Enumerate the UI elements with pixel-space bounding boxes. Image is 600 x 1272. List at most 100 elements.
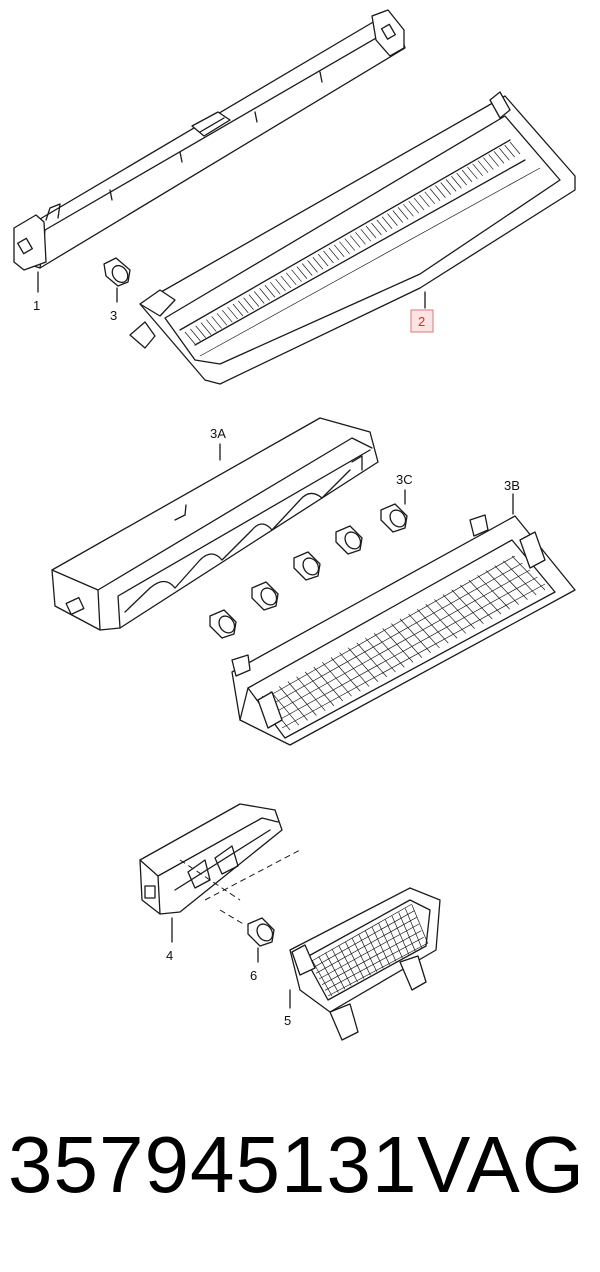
hatch-line bbox=[216, 313, 228, 326]
label-2[interactable]: 2 bbox=[418, 314, 425, 329]
hatch-line bbox=[371, 222, 382, 236]
hatch-line bbox=[281, 583, 546, 729]
hatch-line bbox=[408, 613, 440, 649]
hatch-line bbox=[387, 213, 398, 226]
label-4: 4 bbox=[166, 948, 173, 963]
hatch-line bbox=[195, 325, 206, 338]
hatch-line bbox=[324, 937, 424, 991]
hatch-line bbox=[227, 306, 238, 320]
part-3-bulb bbox=[103, 257, 131, 287]
hatch-line bbox=[190, 328, 201, 342]
hatch-line bbox=[264, 285, 276, 298]
hatch-line bbox=[416, 608, 449, 644]
hatch-line bbox=[456, 172, 467, 186]
hatch-line bbox=[467, 166, 478, 180]
hatch-line bbox=[349, 235, 361, 248]
hatch-line bbox=[485, 570, 519, 605]
hatch-line bbox=[477, 575, 511, 610]
hatch-line bbox=[360, 228, 372, 242]
hatch-line bbox=[451, 589, 484, 625]
parts-diagram: 1 3 2 3A bbox=[13, 9, 576, 1041]
hatch-line bbox=[323, 250, 334, 264]
label-3c: 3C bbox=[396, 472, 413, 487]
hatch-line bbox=[376, 219, 388, 233]
hatch-line bbox=[301, 263, 313, 276]
hatch-line bbox=[355, 232, 366, 245]
hatch-line bbox=[488, 154, 499, 167]
hatch-line bbox=[511, 555, 546, 591]
hatch-line bbox=[442, 594, 475, 629]
hatch-line bbox=[285, 272, 297, 286]
hatch-line bbox=[504, 144, 515, 158]
hatch-line bbox=[365, 637, 396, 673]
hatch-line bbox=[184, 331, 196, 345]
hatch-line bbox=[318, 923, 420, 980]
hatch-line bbox=[248, 294, 260, 307]
hatch-line bbox=[477, 160, 489, 173]
hatch-line bbox=[222, 309, 233, 323]
label-3b: 3B bbox=[504, 478, 520, 493]
hatch-line bbox=[270, 690, 300, 726]
lens-grid bbox=[261, 555, 546, 731]
hatch-line bbox=[291, 269, 302, 282]
hatch-line bbox=[276, 576, 538, 722]
hatch-line bbox=[339, 241, 350, 254]
hatch-line bbox=[307, 260, 318, 273]
hatch-line bbox=[259, 288, 270, 301]
label-2-highlight[interactable] bbox=[410, 309, 434, 333]
hatch-line bbox=[322, 661, 352, 697]
hatch-line bbox=[483, 157, 494, 170]
hatch-line bbox=[266, 562, 523, 708]
hatch-line bbox=[445, 179, 457, 192]
hatch-line bbox=[327, 943, 427, 997]
hatch-line bbox=[232, 303, 244, 317]
part-1-bracket bbox=[13, 9, 406, 271]
hatch-line bbox=[385, 919, 403, 959]
hatch-line bbox=[373, 633, 405, 668]
hatch-line bbox=[296, 266, 308, 279]
hatch-line bbox=[238, 300, 249, 314]
hatch-line bbox=[435, 185, 446, 198]
hatch-line bbox=[460, 584, 493, 620]
hatch-line bbox=[499, 148, 510, 161]
hatch-line bbox=[365, 225, 377, 239]
hatch-line bbox=[434, 599, 467, 634]
part-3b-lens bbox=[231, 514, 576, 746]
hatch-line bbox=[378, 923, 397, 962]
hatch-line bbox=[392, 210, 404, 223]
hatch-line bbox=[309, 903, 413, 963]
hatch-line bbox=[315, 917, 417, 974]
label-3: 3 bbox=[110, 308, 117, 323]
part-4-housing bbox=[139, 803, 301, 926]
hatch-line bbox=[398, 912, 416, 952]
hatch-line bbox=[391, 623, 423, 658]
hatch-line bbox=[312, 910, 415, 968]
hatch-line bbox=[382, 628, 414, 663]
hatch-line bbox=[287, 681, 317, 716]
hatch-line bbox=[371, 926, 390, 965]
hatch-line bbox=[269, 281, 281, 295]
hatch-line bbox=[403, 204, 414, 217]
hatch-line bbox=[280, 275, 292, 289]
hatch-line bbox=[405, 908, 422, 948]
hatch-line bbox=[313, 666, 344, 702]
hatch-line bbox=[206, 319, 217, 332]
hatch-line bbox=[461, 169, 473, 183]
hatch-line bbox=[339, 652, 370, 687]
hatch-line bbox=[296, 676, 326, 711]
hatch-line bbox=[408, 200, 420, 214]
brand-name: VAG bbox=[416, 1120, 586, 1209]
hatch-line bbox=[381, 216, 393, 229]
part-5-lens bbox=[289, 887, 441, 1041]
hatch-line bbox=[278, 686, 308, 721]
label-1: 1 bbox=[33, 298, 40, 313]
hatch-line bbox=[271, 569, 531, 715]
hatch-line bbox=[425, 604, 458, 639]
hatch-line bbox=[347, 647, 379, 682]
hatch-line bbox=[397, 207, 409, 220]
hatch-line bbox=[399, 618, 431, 653]
hatch-line bbox=[261, 555, 516, 701]
hatch-line bbox=[391, 915, 410, 955]
hatch-line bbox=[413, 197, 425, 211]
hatch-line bbox=[451, 176, 462, 189]
